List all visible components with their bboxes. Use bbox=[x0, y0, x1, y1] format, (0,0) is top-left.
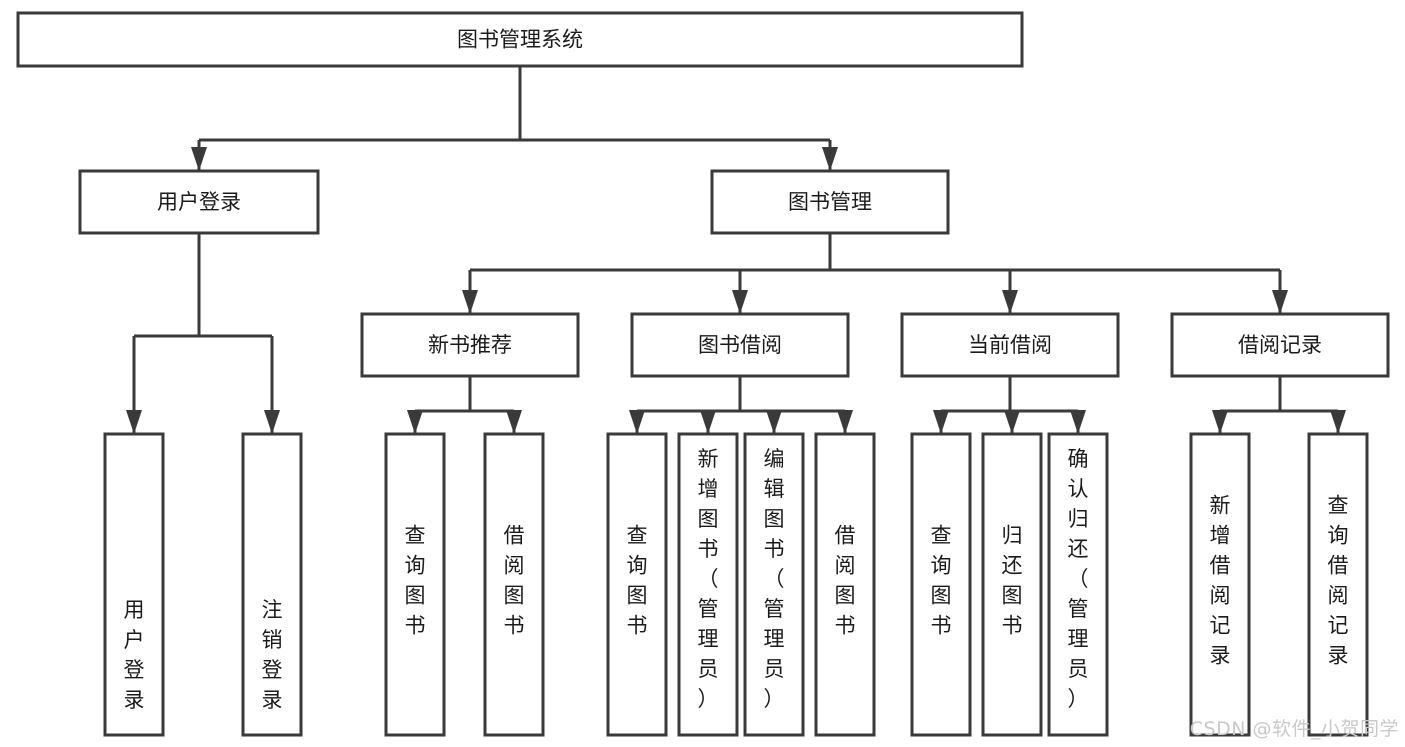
node-box bbox=[814, 432, 876, 737]
node-box bbox=[743, 432, 805, 737]
node-label: 当前借阅 bbox=[968, 333, 1052, 357]
arrow-head bbox=[766, 410, 782, 434]
arrow-head bbox=[732, 290, 748, 314]
node-layer: 图书管理系统用户登录图书管理新书推荐图书借阅当前借阅借阅记录用户登录注销登录查询… bbox=[16, 11, 1390, 737]
node-box bbox=[910, 432, 972, 737]
node-box bbox=[677, 432, 739, 737]
node-box bbox=[630, 312, 850, 378]
node-label: 用户登录 bbox=[157, 190, 241, 214]
arrow-head bbox=[1004, 410, 1020, 434]
node-book-manage[interactable]: 图书管理 bbox=[710, 169, 950, 235]
node-label: 查询借阅记录 bbox=[1328, 494, 1349, 668]
arrow-head bbox=[1070, 410, 1086, 434]
node-box bbox=[1170, 312, 1390, 378]
node-label: 查询图书 bbox=[931, 524, 952, 638]
node-leaf-user-login[interactable]: 用户登录 bbox=[103, 432, 165, 737]
node-box bbox=[241, 432, 303, 737]
node-label: 图书管理系统 bbox=[457, 28, 583, 52]
node-root[interactable]: 图书管理系统 bbox=[16, 11, 1024, 68]
node-box bbox=[16, 11, 1024, 68]
arrow-head bbox=[126, 410, 142, 434]
node-label: 查询图书 bbox=[627, 524, 648, 638]
node-leaf-query-book-2[interactable]: 查询图书 bbox=[606, 432, 668, 737]
arrow-head bbox=[1212, 410, 1228, 434]
connector-layer bbox=[126, 66, 1346, 434]
arrow-head bbox=[1330, 410, 1346, 434]
node-leaf-confirm-return[interactable]: 确认归还（管理员） bbox=[1047, 432, 1109, 737]
node-box bbox=[1307, 432, 1369, 737]
node-leaf-add-record[interactable]: 新增借阅记录 bbox=[1189, 432, 1251, 737]
node-box bbox=[900, 312, 1120, 378]
node-borrow-record[interactable]: 借阅记录 bbox=[1170, 312, 1390, 378]
node-label: 查询图书 bbox=[405, 524, 426, 638]
node-new-book-recommend[interactable]: 新书推荐 bbox=[360, 312, 580, 378]
node-label: 新增借阅记录 bbox=[1210, 494, 1231, 668]
node-label: 借阅图书 bbox=[504, 524, 525, 638]
arrow-head bbox=[407, 410, 423, 434]
arrow-head bbox=[822, 147, 838, 171]
node-box bbox=[103, 432, 165, 737]
node-label: 新书推荐 bbox=[428, 333, 512, 357]
arrow-head bbox=[629, 410, 645, 434]
node-box bbox=[384, 432, 446, 737]
node-book-borrow[interactable]: 图书借阅 bbox=[630, 312, 850, 378]
node-box bbox=[606, 432, 668, 737]
node-current-borrow[interactable]: 当前借阅 bbox=[900, 312, 1120, 378]
node-label: 确认归还（管理员） bbox=[1068, 447, 1089, 711]
node-label: 编辑图书（管理员） bbox=[764, 447, 785, 711]
node-leaf-add-book[interactable]: 新增图书（管理员） bbox=[677, 432, 739, 737]
node-leaf-query-book-3[interactable]: 查询图书 bbox=[910, 432, 972, 737]
node-label: 借阅图书 bbox=[835, 524, 856, 638]
node-box bbox=[360, 312, 580, 378]
node-label: 注销登录 bbox=[262, 598, 283, 712]
node-leaf-borrow-book-2[interactable]: 借阅图书 bbox=[814, 432, 876, 737]
node-box bbox=[710, 169, 950, 235]
node-box bbox=[1047, 432, 1109, 737]
node-label: 新增图书（管理员） bbox=[698, 447, 719, 711]
node-leaf-edit-book[interactable]: 编辑图书（管理员） bbox=[743, 432, 805, 737]
arrow-head bbox=[837, 410, 853, 434]
node-box bbox=[981, 432, 1043, 737]
node-box bbox=[1189, 432, 1251, 737]
node-user-login[interactable]: 用户登录 bbox=[78, 169, 320, 235]
node-leaf-borrow-book-1[interactable]: 借阅图书 bbox=[483, 432, 545, 737]
arrow-head bbox=[700, 410, 716, 434]
arrow-head bbox=[933, 410, 949, 434]
arrow-head bbox=[1002, 290, 1018, 314]
node-label: 用户登录 bbox=[124, 598, 145, 712]
arrow-head bbox=[191, 147, 207, 171]
watermark: CSDN @软件_小贺同学 bbox=[1189, 718, 1399, 740]
arrow-head bbox=[264, 410, 280, 434]
node-leaf-logout[interactable]: 注销登录 bbox=[241, 432, 303, 737]
arrow-head bbox=[1272, 290, 1288, 314]
node-leaf-query-record[interactable]: 查询借阅记录 bbox=[1307, 432, 1369, 737]
node-box bbox=[483, 432, 545, 737]
arrow-head bbox=[462, 290, 478, 314]
node-label: 图书借阅 bbox=[698, 333, 782, 357]
arrow-head bbox=[506, 410, 522, 434]
node-label: 图书管理 bbox=[788, 190, 872, 214]
node-label: 归还图书 bbox=[1002, 524, 1023, 638]
node-box bbox=[78, 169, 320, 235]
node-leaf-query-book-1[interactable]: 查询图书 bbox=[384, 432, 446, 737]
node-label: 借阅记录 bbox=[1238, 333, 1322, 357]
node-leaf-return-book[interactable]: 归还图书 bbox=[981, 432, 1043, 737]
